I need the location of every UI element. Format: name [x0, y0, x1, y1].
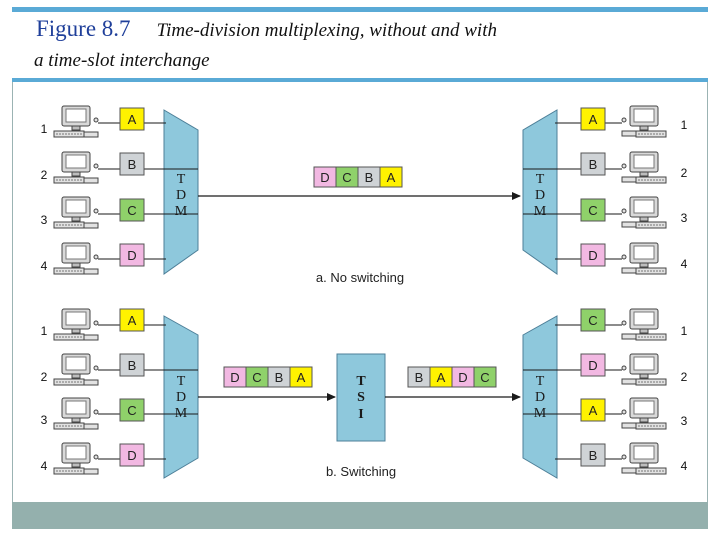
frame-slot-letter: A — [437, 370, 446, 385]
frame-slot-letter: D — [230, 370, 239, 385]
right-terminal-row: B 4 — [555, 443, 688, 474]
slot-box-letter: A — [128, 313, 137, 328]
terminal-number: 3 — [41, 213, 48, 227]
terminal-number: 2 — [681, 370, 688, 384]
tsi-label-letter: I — [358, 407, 363, 422]
right-terminal-row: D 4 — [555, 243, 688, 274]
frame-slot-letter: D — [458, 370, 467, 385]
frame-slot-letter: B — [415, 370, 424, 385]
slot-box-letter: A — [128, 112, 137, 127]
slot-box-letter: C — [127, 203, 136, 218]
computer-terminal-icon — [622, 243, 666, 274]
frame-slots-in: D C B A — [224, 367, 312, 387]
slot-box-letter: D — [588, 248, 597, 263]
mux-label-letter: D — [176, 188, 186, 203]
terminal-number: 4 — [41, 259, 48, 273]
tsi-label-letter: T — [356, 374, 366, 389]
panel-caption-no-switching: a. No switching — [316, 270, 404, 285]
slot-box-letter: B — [589, 157, 598, 172]
mux-label-letter: T — [177, 172, 186, 187]
mux-label-letter: D — [535, 390, 545, 405]
slot-box-letter: B — [128, 157, 137, 172]
frame-slot-letter: B — [365, 170, 374, 185]
slot-box-letter: B — [589, 448, 598, 463]
slot-box-letter: D — [127, 248, 136, 263]
mux-label-letter: M — [534, 204, 547, 219]
mux-label-letter: T — [536, 374, 545, 389]
mux-label-letter: D — [535, 188, 545, 203]
mux-label-letter: T — [536, 172, 545, 187]
computer-terminal-icon — [622, 152, 666, 183]
slot-box-letter: D — [588, 358, 597, 373]
slot-box-letter: C — [588, 313, 597, 328]
terminal-number: 4 — [681, 257, 688, 271]
slot-box-letter: D — [127, 448, 136, 463]
terminal-number: 3 — [681, 211, 688, 225]
terminal-number: 3 — [681, 414, 688, 428]
computer-terminal-icon — [54, 309, 98, 340]
frame-slot-letter: A — [387, 170, 396, 185]
right-terminal-row: A 1 — [555, 106, 688, 137]
computer-terminal-icon — [54, 398, 98, 429]
slot-box-letter: A — [589, 112, 598, 127]
computer-terminal-icon — [622, 398, 666, 429]
left-terminal-row: 1 A — [41, 309, 166, 340]
frame-slot-letter: C — [342, 170, 351, 185]
computer-terminal-icon — [622, 197, 666, 228]
terminal-number: 3 — [41, 413, 48, 427]
terminal-number: 1 — [41, 324, 48, 338]
slide-bottom-bar — [12, 502, 708, 529]
mux-label-letter: T — [177, 374, 186, 389]
slot-box-letter: A — [589, 403, 598, 418]
left-terminal-row: 4 D — [41, 243, 166, 274]
computer-terminal-icon — [54, 354, 98, 385]
panel-caption-switching: b. Switching — [326, 464, 396, 479]
computer-terminal-icon — [54, 443, 98, 474]
slot-box-letter: C — [588, 203, 597, 218]
computer-terminal-icon — [622, 106, 666, 137]
frame-slot-letter: B — [275, 370, 284, 385]
frame-slots-out: B A D C — [408, 367, 496, 387]
computer-terminal-icon — [622, 354, 666, 385]
slot-box-letter: B — [128, 358, 137, 373]
frame-slots: D C B A — [314, 167, 402, 187]
computer-terminal-icon — [622, 443, 666, 474]
computer-terminal-icon — [622, 309, 666, 340]
terminal-number: 1 — [681, 324, 688, 338]
frame-slot-letter: D — [320, 170, 329, 185]
tsi-label-letter: S — [357, 390, 365, 405]
right-terminal-row: C 1 — [555, 309, 688, 340]
mux-label-letter: M — [175, 204, 188, 219]
frame-slot-letter: C — [480, 370, 489, 385]
terminal-number: 2 — [41, 370, 48, 384]
mux-label-letter: D — [176, 390, 186, 405]
terminal-number: 2 — [681, 166, 688, 180]
frame-slot-letter: C — [252, 370, 261, 385]
terminal-number: 1 — [41, 122, 48, 136]
computer-terminal-icon — [54, 106, 98, 137]
terminal-number: 4 — [41, 459, 48, 473]
computer-terminal-icon — [54, 152, 98, 183]
computer-terminal-icon — [54, 197, 98, 228]
panel-switching: T D M T D M T S I D C B A — [41, 309, 688, 479]
frame-slot-letter: A — [297, 370, 306, 385]
terminal-number: 4 — [681, 459, 688, 473]
left-terminal-row: 4 D — [41, 443, 166, 474]
terminal-number: 1 — [681, 118, 688, 132]
terminal-number: 2 — [41, 168, 48, 182]
slot-box-letter: C — [127, 403, 136, 418]
panel-no-switching: T D M T D M D C B A a. No switching 1 — [41, 106, 688, 285]
computer-terminal-icon — [54, 243, 98, 274]
left-terminal-row: 1 A — [41, 106, 166, 137]
